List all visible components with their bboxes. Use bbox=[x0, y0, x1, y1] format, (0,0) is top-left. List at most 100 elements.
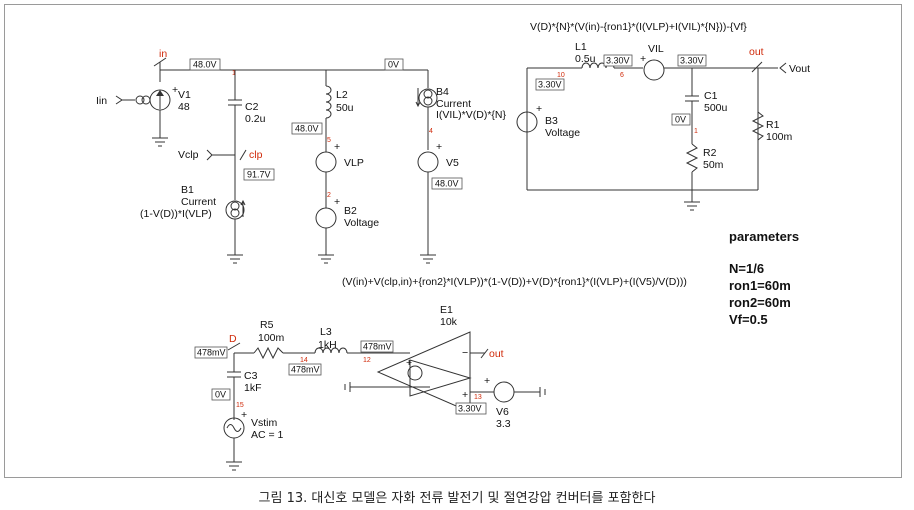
node-6: 6 bbox=[620, 72, 624, 79]
l1-value: 0.5u bbox=[575, 53, 596, 65]
b4-type: Current bbox=[436, 98, 471, 110]
iin-source: Iin bbox=[96, 95, 151, 107]
r5-name: R5 bbox=[260, 319, 274, 331]
e1-value: 10k bbox=[440, 316, 458, 328]
param-n: N=1/6 bbox=[729, 261, 764, 276]
voltage-mid-rail: 0V bbox=[388, 60, 399, 70]
vout-label: Vout bbox=[789, 63, 810, 75]
voltage-l2: 48.0V bbox=[295, 124, 319, 134]
vil-source: + VIL bbox=[640, 43, 758, 81]
b1-name: B1 bbox=[181, 184, 194, 196]
b3-expression: V(D)*{N}*(V(in)-{ron1}*(I(VLP)+I(VIL)*{N… bbox=[530, 21, 747, 33]
l3-name: L3 bbox=[320, 326, 332, 338]
r2-value: 50m bbox=[703, 159, 724, 171]
b2-type: Voltage bbox=[344, 217, 379, 229]
node-4: 4 bbox=[429, 128, 433, 135]
vstim-name: Vstim bbox=[251, 417, 278, 429]
node-10: 10 bbox=[557, 72, 565, 79]
r2-name: R2 bbox=[703, 147, 717, 159]
v1-value: 48 bbox=[178, 101, 190, 113]
voltage-e1-in: 478mV bbox=[363, 342, 392, 352]
b4-name: B4 bbox=[436, 86, 449, 98]
vstim-value: AC = 1 bbox=[251, 429, 284, 441]
svg-text:+: + bbox=[484, 375, 490, 387]
voltage-v5: 48.0V bbox=[435, 179, 459, 189]
v1-source: + V1 48 bbox=[149, 84, 191, 147]
b2-expression: (V(in)+V(clp,in)+{ron2}*I(VLP))*(1-V(D))… bbox=[342, 276, 687, 288]
c3-capacitor: C3 1kF 0V 15 bbox=[211, 353, 262, 420]
b2-voltage-source: + B2 Voltage bbox=[315, 196, 379, 264]
net-label-clp: clp bbox=[249, 149, 263, 161]
voltage-v6: 3.30V bbox=[458, 404, 482, 414]
voltage-d: 478mV bbox=[197, 348, 226, 358]
iin-label: Iin bbox=[96, 95, 107, 107]
c2-name: C2 bbox=[245, 101, 259, 113]
param-ron2: ron2=60m bbox=[729, 295, 791, 310]
node-2: 2 bbox=[327, 192, 331, 199]
svg-text:+: + bbox=[462, 389, 468, 401]
bottom-circuit: D 478mV R5 100m 14 478mV L3 1kH 12 478mV bbox=[194, 304, 546, 471]
c3-value: 1kF bbox=[244, 382, 262, 394]
svg-text:+: + bbox=[536, 103, 542, 115]
node-12: 12 bbox=[363, 357, 371, 364]
b3-voltage-source: + B3 Voltage bbox=[516, 103, 580, 139]
b1-current-source: B1 Current (1-V(D))*I(VLP) bbox=[140, 155, 246, 264]
b3-name: B3 bbox=[545, 115, 558, 127]
svg-text:+: + bbox=[241, 409, 247, 421]
l1-name: L1 bbox=[575, 41, 587, 53]
v5-source: + V5 48.0V bbox=[417, 141, 463, 264]
net-label-in: in bbox=[159, 48, 167, 60]
r1-resistor: R1 100m bbox=[751, 111, 793, 143]
voltage-c3: 0V bbox=[215, 390, 226, 400]
net-label-out: out bbox=[749, 46, 764, 58]
l3-value: 1kH bbox=[318, 339, 337, 351]
l2-value: 50u bbox=[336, 102, 354, 114]
svg-text:+: + bbox=[436, 141, 442, 153]
c2-capacitor: C2 0.2u bbox=[228, 70, 266, 155]
v6-name: V6 bbox=[496, 406, 509, 418]
top-circuit: in + V1 48 Iin 48.0V 0V 1 bbox=[96, 48, 687, 288]
c1-value: 500u bbox=[704, 102, 728, 114]
c3-name: C3 bbox=[244, 370, 258, 382]
b1-type: Current bbox=[181, 196, 216, 208]
node-1: 1 bbox=[232, 70, 236, 77]
svg-text:+: + bbox=[172, 84, 178, 96]
param-ron1: ron1=60m bbox=[729, 278, 791, 293]
r1-value: 100m bbox=[766, 131, 793, 143]
net-label-out-bottom: out bbox=[489, 348, 504, 360]
vclp-label: Vclp bbox=[178, 149, 199, 161]
c1-capacitor: C1 500u 0V 1 bbox=[671, 68, 728, 144]
r5-value: 100m bbox=[258, 332, 285, 344]
l3-inductor: L3 1kH 12 bbox=[314, 326, 410, 364]
vlp-source: + VLP 2 bbox=[315, 141, 364, 208]
v5-label: V5 bbox=[446, 157, 459, 169]
svg-text:+: + bbox=[640, 53, 646, 65]
svg-text:−: − bbox=[462, 347, 468, 359]
e1-name: E1 bbox=[440, 304, 453, 316]
voltage-l3-left: 478mV bbox=[291, 365, 320, 375]
e1-amplifier: − + + E1 10k out 3.30V 13 bbox=[344, 304, 504, 415]
svg-text:+: + bbox=[334, 196, 340, 208]
r2-resistor: R2 50m bbox=[684, 143, 724, 211]
parameters-title: parameters bbox=[729, 229, 799, 244]
node-15: 15 bbox=[236, 402, 244, 409]
v6-value: 3.3 bbox=[496, 418, 511, 430]
figure-frame bbox=[4, 4, 902, 478]
voltage-l1: 3.30V bbox=[606, 56, 630, 66]
l2-inductor: L2 50u 48.0V 5 bbox=[291, 70, 354, 152]
voltage-in-rail: 48.0V bbox=[193, 60, 217, 70]
voltage-out: 3.30V bbox=[680, 56, 704, 66]
c1-name: C1 bbox=[704, 90, 718, 102]
vstim-ac-source: + Vstim AC = 1 bbox=[223, 409, 284, 471]
schematic-diagram: in + V1 48 Iin 48.0V 0V 1 bbox=[96, 21, 810, 471]
b4-expr: I(VIL)*V(D)*{N} bbox=[436, 109, 507, 121]
r1-name: R1 bbox=[766, 119, 780, 131]
v1-name: V1 bbox=[178, 89, 191, 101]
voltage-clp: 91.7V bbox=[247, 170, 271, 180]
l1-inductor: L1 0.5u 3.30V 10 6 bbox=[557, 41, 643, 79]
v6-source: + V6 3.3 bbox=[484, 375, 546, 430]
l2-name: L2 bbox=[336, 89, 348, 101]
b3-type: Voltage bbox=[545, 127, 580, 139]
node-5: 5 bbox=[327, 137, 331, 144]
svg-text:+: + bbox=[406, 357, 412, 369]
